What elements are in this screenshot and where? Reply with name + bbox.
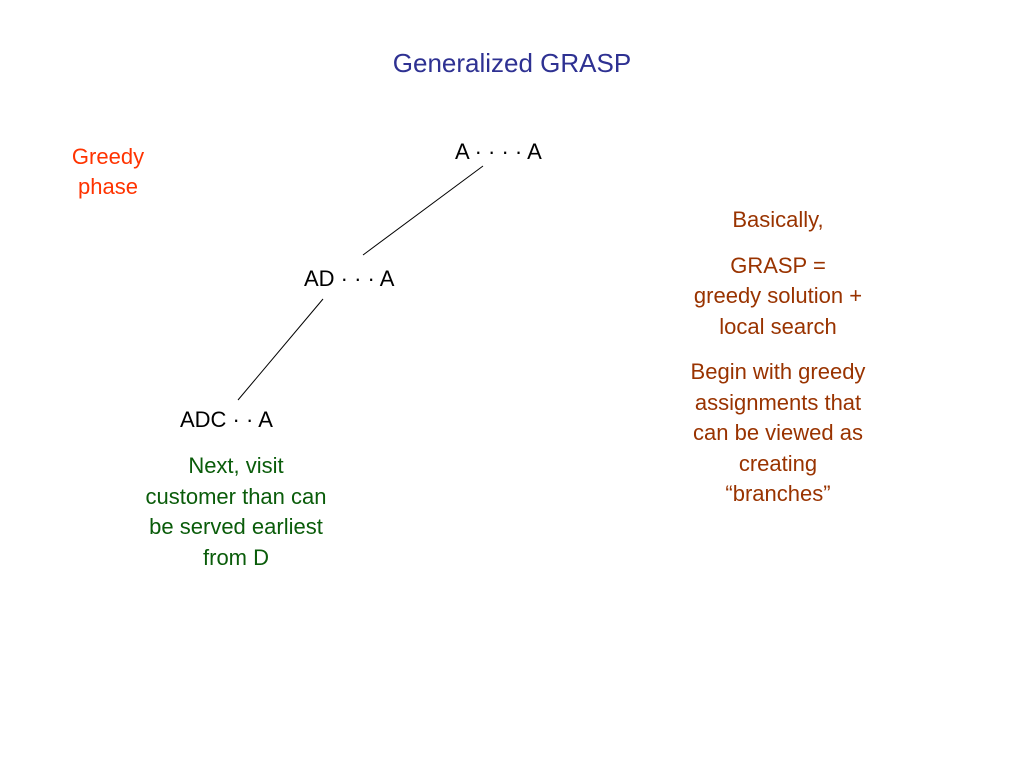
edge-ad-to-adc (237, 298, 324, 401)
begin-line: can be viewed as (693, 420, 863, 445)
slide-title: Generalized GRASP (392, 48, 632, 78)
next-visit-line: Next, visit (188, 453, 284, 478)
grasp-explanation: Basically, GRASP = greedy solution + loc… (660, 205, 896, 525)
greedy-phase-label: Greedy phase (48, 142, 168, 202)
begin-with-greedy: Begin with greedy assignments that can b… (660, 357, 896, 510)
basically-line: Basically, (732, 207, 824, 232)
tree-node-ad: AD · · · A (304, 266, 395, 291)
phase-label-line-2: phase (78, 174, 138, 199)
edge-root-to-ad (362, 165, 484, 256)
grasp-definition: GRASP = greedy solution + local search (660, 251, 896, 343)
grasp-def-line: greedy solution + (693, 283, 863, 308)
grasp-def-line: local search (719, 313, 837, 339)
tree-node-root: A · · · · A (455, 139, 542, 164)
begin-line: creating (738, 450, 818, 476)
next-visit-note: Next, visit customer than can be served … (120, 451, 352, 573)
next-visit-line: customer than can (145, 483, 327, 509)
begin-line: assignments that (694, 389, 862, 415)
begin-line: “branches” (725, 481, 831, 506)
grasp-def-line: GRASP = (730, 252, 826, 278)
tree-node-adc: ADC · · A (180, 407, 273, 432)
begin-line: Begin with greedy (690, 359, 866, 384)
next-visit-line: be served earliest (149, 514, 323, 539)
phase-label-line-1: Greedy (71, 144, 145, 169)
next-visit-line: from D (203, 544, 269, 570)
